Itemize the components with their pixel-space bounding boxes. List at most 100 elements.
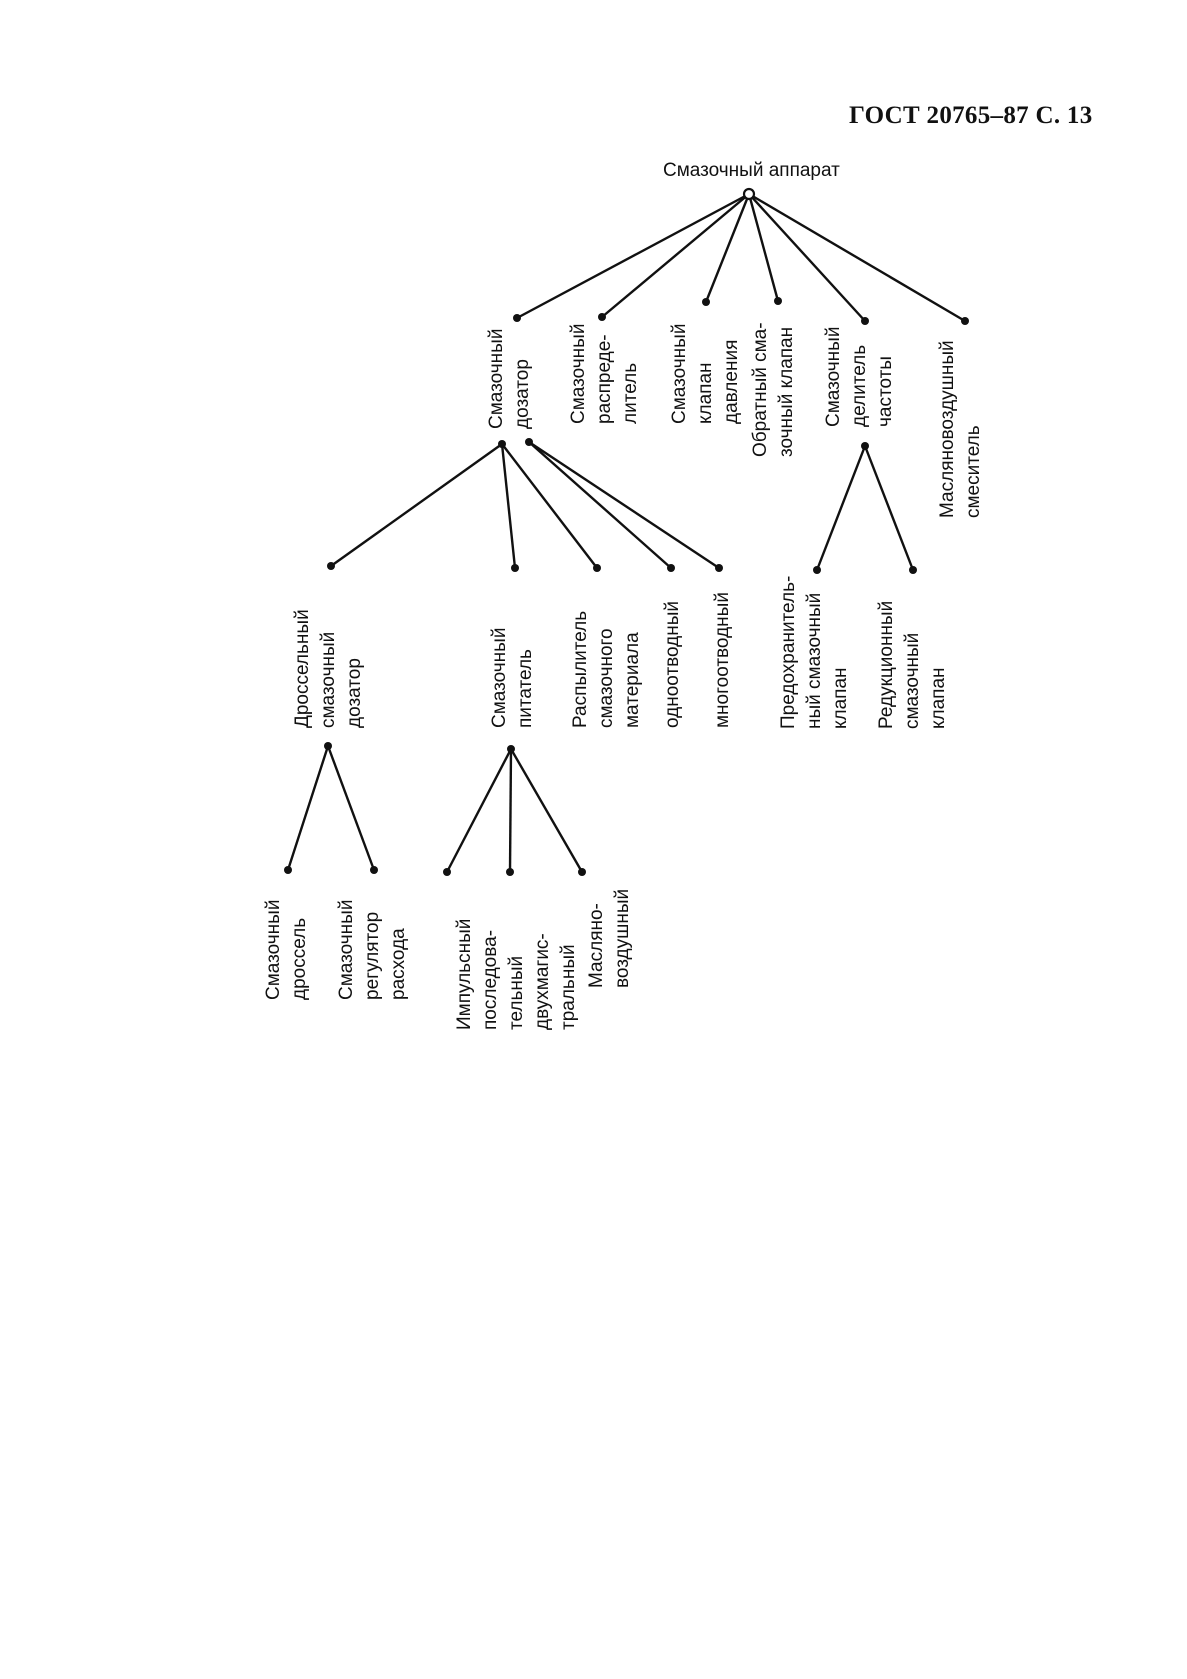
label-line: регулятор bbox=[362, 911, 383, 1000]
node-dot bbox=[861, 317, 869, 325]
node-dot bbox=[525, 438, 533, 446]
edge-root-smesitel bbox=[748, 192, 966, 323]
node-dots bbox=[284, 297, 969, 876]
label-line: смазочного bbox=[596, 628, 617, 728]
label-line: дроссель bbox=[289, 917, 310, 1000]
label-line: Распылитель bbox=[570, 610, 591, 728]
edge-group bbox=[286, 192, 966, 873]
label-line: воздушный bbox=[612, 888, 633, 988]
label-line: расхода bbox=[388, 928, 409, 1000]
node-dot bbox=[507, 745, 515, 753]
node-dot bbox=[443, 868, 451, 876]
label-line: ный смазочный bbox=[804, 592, 825, 729]
label-line: Предохранитель- bbox=[778, 575, 799, 729]
node-predohranitelny: Предохранитель- ный смазочный клапан bbox=[776, 576, 854, 729]
node-mnogootvodny: многоотводный bbox=[710, 592, 736, 728]
node-obratny-klapan: Обратный сма- зочный клапан bbox=[748, 322, 800, 457]
edge-dozator-drossel-dozator bbox=[330, 443, 503, 567]
label-line: Масляно- bbox=[586, 903, 607, 988]
node-redukcionny: Редукционный смазочный клапан bbox=[874, 601, 952, 729]
edge-dozator-raspylitel bbox=[501, 443, 598, 569]
label-line: Обратный сма- bbox=[750, 322, 771, 457]
node-dot bbox=[513, 314, 521, 322]
node-dot bbox=[961, 317, 969, 325]
root-node-label: Смазочный аппарат bbox=[663, 160, 840, 181]
node-smazochny-dozator: Смазочный дозатор bbox=[484, 329, 536, 429]
node-pitatel: Смазочный питатель bbox=[487, 628, 539, 728]
label-line: Смазочный bbox=[489, 627, 510, 728]
node-dot bbox=[702, 298, 710, 306]
label-line: давления bbox=[721, 339, 742, 424]
node-regulyator: Смазочный регулятор расхода bbox=[334, 900, 412, 1000]
node-raspylitel: Распылитель смазочного материала bbox=[568, 611, 646, 728]
label-line: дозатор bbox=[512, 359, 533, 429]
label-line: клапан bbox=[928, 667, 949, 729]
node-dot bbox=[511, 564, 519, 572]
label-line: Смазочный bbox=[336, 899, 357, 1000]
edge-pitatel-impulsny bbox=[445, 748, 513, 873]
edge-drossel-dozator-regulyator bbox=[326, 745, 376, 871]
label-line: Смазочный bbox=[263, 899, 284, 1000]
label-line: делитель bbox=[849, 344, 870, 427]
edge-pitatel-posledovatelny bbox=[508, 748, 513, 873]
node-dot bbox=[715, 564, 723, 572]
node-klapan-davleniya: Смазочный клапан давления bbox=[667, 324, 745, 424]
label-line: последова- bbox=[480, 929, 501, 1030]
node-dot bbox=[667, 564, 675, 572]
node-dot bbox=[370, 866, 378, 874]
node-dot bbox=[327, 562, 335, 570]
label-line: Масляновоздушный bbox=[937, 340, 958, 518]
node-dot bbox=[593, 564, 601, 572]
label-line: зочный клапан bbox=[776, 326, 797, 457]
edge-delitel-redukcionny bbox=[863, 445, 915, 571]
node-delitel-chastoty: Смазочный делитель частоты bbox=[821, 327, 899, 427]
label-line: клапан bbox=[695, 362, 716, 424]
label-line: материала bbox=[622, 632, 643, 728]
edge-dozator-mnogootvodny bbox=[528, 440, 720, 570]
label-line: Смазочный bbox=[823, 326, 844, 427]
label-line: Смазочный bbox=[568, 323, 589, 424]
label-line: многоотводный bbox=[712, 592, 733, 728]
edge-root-klapan-davleniya bbox=[704, 193, 751, 303]
label-line: дозатор bbox=[344, 658, 365, 728]
edge-delitel-predohranitelny bbox=[815, 445, 867, 571]
node-raspredelitel: Смазочный распреде- литель bbox=[566, 324, 644, 424]
label-line: одноотводный bbox=[662, 600, 683, 728]
node-dot bbox=[324, 742, 332, 750]
node-dot bbox=[774, 297, 782, 305]
node-dot bbox=[909, 566, 917, 574]
label-line: тральный bbox=[558, 944, 579, 1030]
edge-root-dozator bbox=[516, 192, 750, 320]
node-dot bbox=[598, 313, 606, 321]
node-dot bbox=[861, 442, 869, 450]
node-dot bbox=[498, 440, 506, 448]
node-dot bbox=[284, 866, 292, 874]
label-line: Редукционный bbox=[876, 600, 897, 729]
label-line: Дроссельный bbox=[292, 609, 313, 728]
label-line: Смазочный bbox=[669, 323, 690, 424]
edge-dozator-odnootvodny bbox=[528, 441, 672, 569]
edge-root-raspredelitel bbox=[601, 193, 750, 318]
label-line: распреде- bbox=[594, 334, 615, 424]
edge-dozator-pitatel bbox=[500, 443, 517, 569]
label-line: питатель bbox=[515, 649, 536, 728]
label-line: клапан bbox=[830, 667, 851, 729]
label-line: смазочный bbox=[902, 632, 923, 729]
edge-pitatel-maslovozdushny bbox=[509, 748, 584, 873]
label-line: смеситель bbox=[963, 425, 984, 518]
edge-root-delitel bbox=[748, 193, 866, 322]
label-line: двухмагис- bbox=[532, 933, 553, 1030]
node-odnootvodny: одноотводный bbox=[660, 601, 686, 728]
root-node-circle bbox=[742, 187, 756, 201]
node-maslovozdushny: Масляно- воздушный bbox=[584, 889, 636, 988]
node-dot bbox=[813, 566, 821, 574]
page-header: ГОСТ 20765–87 С. 13 bbox=[849, 102, 1093, 129]
node-dot bbox=[578, 868, 586, 876]
node-impulsny: Импульсный последова- тельный двухмагис-… bbox=[452, 919, 582, 1030]
node-drossel: Смазочный дроссель bbox=[261, 900, 313, 1000]
label-line: Смазочный bbox=[486, 328, 507, 429]
node-drossel-dozator: Дроссельный смазочный дозатор bbox=[290, 609, 368, 728]
edge-drossel-dozator-drossel bbox=[286, 745, 330, 871]
